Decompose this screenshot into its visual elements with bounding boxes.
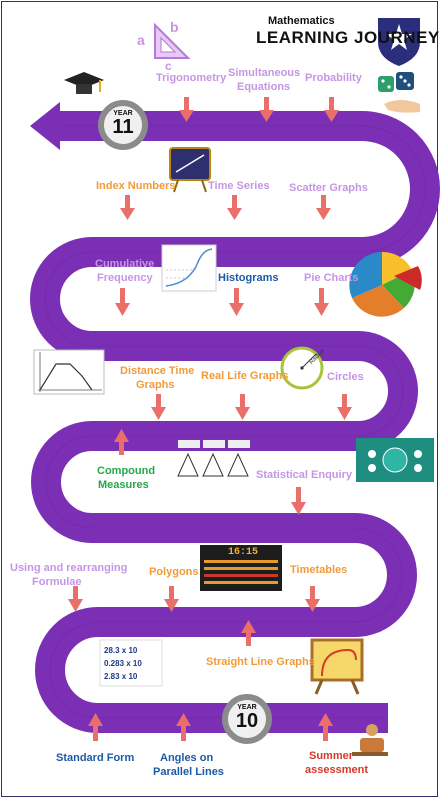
- trig-triangle-icon: [154, 22, 191, 59]
- topic-histograms: Histograms: [218, 272, 279, 284]
- topic-using-formulae-line2: Formulae: [32, 576, 82, 588]
- standard-form-box: [99, 639, 163, 687]
- topic-straight-line-graphs: Straight Line Graphs: [206, 656, 315, 668]
- arrow-down: [179, 97, 194, 122]
- standard-form-examples: 28.3 x 10 0.283 x 10 2.83 x 10: [104, 644, 142, 683]
- topic-distance-time-line2: Graphs: [136, 379, 175, 391]
- topic-angles-line2: Parallel Lines: [153, 766, 224, 778]
- topic-probability: Probability: [305, 72, 362, 84]
- arrow-down: [120, 195, 135, 220]
- timetable-board: [200, 545, 282, 591]
- svg-text:c: c: [165, 59, 172, 73]
- standard-form-line: 2.83 x 10: [104, 672, 138, 681]
- topic-timetables: Timetables: [290, 564, 348, 576]
- topic-polygons: Polygons: [149, 566, 199, 578]
- topic-real-life-graphs: Real Life Graphs: [201, 370, 289, 382]
- arrow-down: [291, 487, 306, 515]
- distance-time-graph: [33, 349, 105, 395]
- topic-trigonometry: Trigonometry: [156, 72, 227, 84]
- standard-form-line: 0.283 x 10: [104, 659, 142, 668]
- arrow-down: [305, 586, 320, 612]
- topic-compound-line2: Measures: [98, 479, 149, 491]
- year-11-badge: YEAR 11: [98, 100, 148, 150]
- statistical-enquiry-slide: [356, 438, 434, 482]
- topic-cumulative-line1: Cumulative: [95, 258, 155, 270]
- arrow-up: [318, 713, 333, 741]
- exam-desk-icon: [352, 724, 388, 756]
- badge-year-label: YEAR: [237, 704, 257, 711]
- cumulative-frequency-graph: [161, 244, 217, 292]
- header-title: LEARNING JOURNEY: [256, 28, 440, 47]
- arrow-down: [164, 586, 179, 612]
- year-10-badge: YEAR 10: [222, 694, 272, 744]
- badge-year-number: 11: [112, 116, 134, 138]
- badge-year-label: YEAR: [113, 110, 133, 117]
- road-arrowhead: [30, 102, 60, 150]
- topic-summer-line2: assessment: [305, 764, 368, 776]
- topic-angles-line1: Angles on: [160, 752, 214, 764]
- topic-index-numbers: Index Numbers: [96, 180, 176, 192]
- arrow-down: [235, 394, 250, 420]
- topic-circles: Circles: [327, 371, 364, 383]
- topic-statistical-enquiry: Statistical Enquiry: [256, 469, 352, 481]
- straight-line-easel-icon: [310, 638, 364, 695]
- topic-time-series: Time Series: [208, 180, 270, 192]
- arrow-down: [324, 97, 339, 122]
- arrow-up: [176, 713, 191, 741]
- dice-hand-icon: [378, 72, 420, 113]
- badge-year-number: 10: [235, 710, 259, 732]
- circle-radius-icon: [280, 346, 324, 390]
- arrow-down: [259, 97, 274, 122]
- topic-standard-form: Standard Form: [56, 752, 135, 764]
- arrow-down: [337, 394, 352, 420]
- topic-cumulative-line2: Frequency: [97, 272, 153, 284]
- topic-distance-time-line1: Distance Time: [120, 365, 195, 377]
- arrow-up: [241, 620, 256, 646]
- school-crest-icon: [378, 18, 420, 66]
- arrow-down: [151, 394, 166, 420]
- topic-pie-charts: Pie Charts: [304, 272, 359, 284]
- topic-compound-line1: Compound: [97, 465, 156, 477]
- arrow-down: [229, 288, 244, 316]
- time-series-board-icon: [169, 147, 211, 193]
- topic-scatter-graphs: Scatter Graphs: [289, 182, 368, 194]
- arrow-down: [227, 195, 242, 220]
- timetable-clock: 16:15: [228, 547, 259, 558]
- standard-form-line: 28.3 x 10: [104, 646, 138, 655]
- arrow-down: [316, 195, 331, 220]
- compound-measure-triangles: [177, 440, 250, 477]
- arrow-up: [114, 429, 129, 455]
- topic-using-formulae-line1: Using and rearranging: [10, 562, 128, 574]
- svg-text:b: b: [170, 19, 179, 35]
- header-subject: Mathematics: [268, 15, 335, 27]
- topic-summer-line1: Summer: [309, 750, 354, 762]
- graduation-cap-icon: [64, 72, 104, 94]
- topic-simultaneous-line1: Simultaneous: [228, 67, 301, 79]
- arrow-down: [115, 288, 130, 316]
- arrow-up: [88, 713, 103, 741]
- topic-simultaneous-line2: Equations: [237, 81, 291, 93]
- arrow-down: [314, 288, 329, 316]
- svg-text:a: a: [137, 32, 145, 48]
- milestone-arrows: [68, 97, 352, 741]
- pie-chart-icon: [349, 251, 422, 317]
- arrow-down: [68, 586, 83, 612]
